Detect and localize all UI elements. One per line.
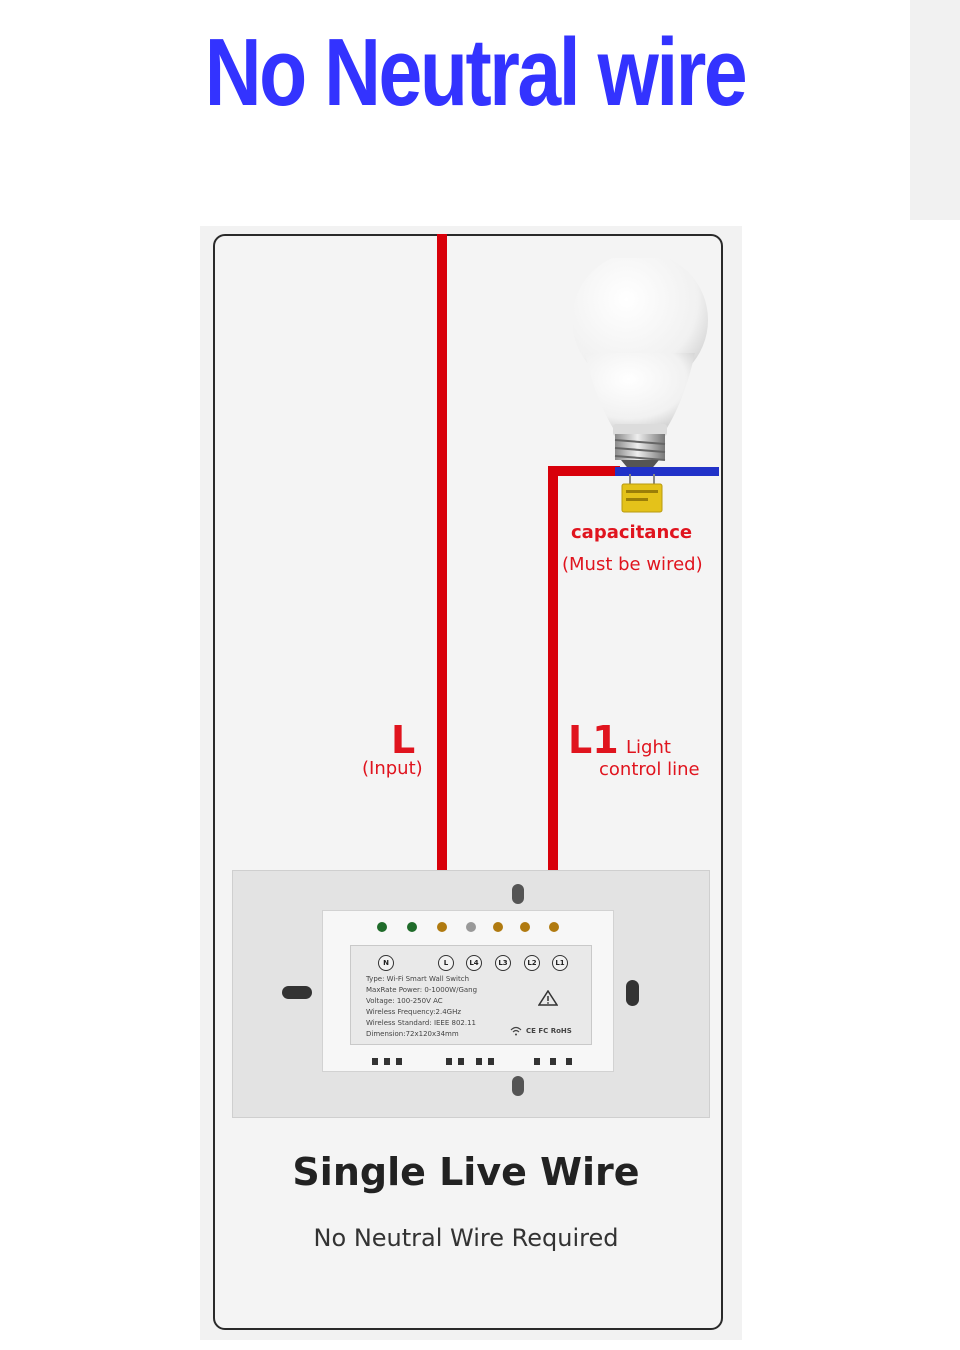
terminal-screw-l3 xyxy=(520,922,530,932)
control-sublabel-line2: control line xyxy=(599,759,700,780)
spec-line: Type: Wi-Fi Smart Wall Switch xyxy=(366,975,470,983)
mounting-hole-top xyxy=(512,884,524,904)
switch-type-title: Single Live Wire xyxy=(292,1150,640,1194)
light-bulb-icon xyxy=(572,258,708,472)
cert-marks: CE FC RoHS xyxy=(526,1027,572,1035)
terminal-label-l3: L3 xyxy=(495,955,511,971)
spec-line: Wireless Standard: IEEE 802.11 xyxy=(366,1019,476,1027)
warning-icon xyxy=(538,990,558,1006)
capacitor-note: (Must be wired) xyxy=(562,554,703,575)
terminal-screw-l1 xyxy=(549,922,559,932)
capacitor-label: capacitance xyxy=(571,522,693,543)
terminal-screw-n xyxy=(377,922,387,932)
terminal-label-l1: L1 xyxy=(552,955,568,971)
side-strip xyxy=(910,0,960,220)
capacitor-icon xyxy=(621,474,663,513)
terminal-label-l: L xyxy=(438,955,454,971)
wifi-icon xyxy=(510,1026,522,1036)
control-wire-vertical xyxy=(548,466,558,926)
live-label: L xyxy=(391,718,416,762)
spec-line: Voltage: 100-250V AC xyxy=(366,997,443,1005)
mounting-slot-left xyxy=(282,986,312,999)
mounting-hole-bottom xyxy=(512,1076,524,1096)
control-wire-horizontal xyxy=(548,466,620,476)
live-wire-input xyxy=(437,234,447,926)
control-sublabel-line1: Light xyxy=(626,737,671,758)
terminal-screw-l xyxy=(437,922,447,932)
spec-line: Wireless Frequency:2.4GHz xyxy=(366,1008,462,1016)
switch-type-subtitle: No Neutral Wire Required xyxy=(313,1224,619,1252)
control-label: L1 xyxy=(568,718,619,762)
terminal-label-l4: L4 xyxy=(466,955,482,971)
spec-line: MaxRate Power: 0-1000W/Gang xyxy=(366,986,478,994)
page-title: No Neutral wire xyxy=(204,19,748,126)
mounting-slot-right xyxy=(626,980,639,1006)
terminal-screw-blank xyxy=(466,922,476,932)
terminal-label-n: N xyxy=(378,955,394,971)
neutral-wire xyxy=(615,467,719,476)
spec-line: Dimension:72x120x34mm xyxy=(366,1030,459,1038)
terminal-label-l2: L2 xyxy=(524,955,540,971)
terminal-screw-l-led xyxy=(407,922,417,932)
live-sublabel: (Input) xyxy=(362,758,423,779)
terminal-screw-l4 xyxy=(493,922,503,932)
